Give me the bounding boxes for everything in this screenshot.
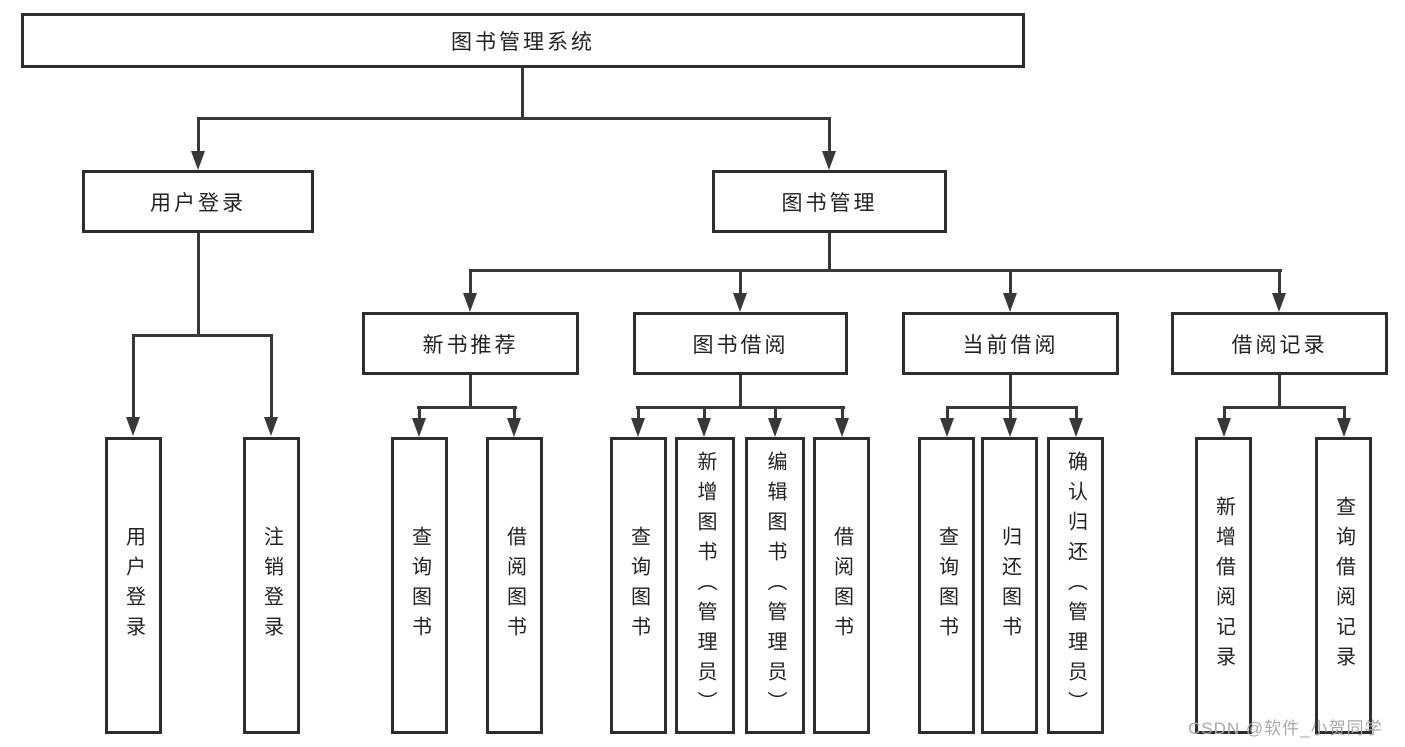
connector-line xyxy=(197,233,200,337)
connector-line xyxy=(828,117,831,153)
connector-line xyxy=(1223,406,1226,420)
node-book-borrow: 图书借阅 xyxy=(633,312,848,375)
connector-arrowhead xyxy=(412,418,426,437)
node-root-label: 图书管理系统 xyxy=(451,30,595,54)
leaf-borrow-books-recommend: 借阅图书 xyxy=(486,437,543,734)
leaf-query-books-current-label: 查询图书 xyxy=(935,525,958,646)
connector-line xyxy=(1009,375,1012,409)
connector-line xyxy=(132,334,135,418)
leaf-query-borrow-record: 查询借阅记录 xyxy=(1315,437,1372,734)
node-borrow-records-label: 借阅记录 xyxy=(1231,333,1328,357)
connector-line xyxy=(739,269,742,295)
connector-line xyxy=(1278,375,1281,409)
connector-arrowhead xyxy=(835,418,849,437)
node-borrow-records: 借阅记录 xyxy=(1171,312,1388,375)
connector-line xyxy=(1075,406,1078,420)
connector-arrowhead xyxy=(1003,293,1017,312)
connector-line xyxy=(841,406,844,420)
csdn-watermark: CSDN @软件_小贺同学 xyxy=(1188,719,1383,738)
leaf-return-books-label: 归还图书 xyxy=(998,525,1021,646)
connector-line xyxy=(417,406,517,409)
node-current-borrow-label: 当前借阅 xyxy=(962,333,1059,357)
connector-line xyxy=(828,233,831,272)
connector-line xyxy=(739,375,742,409)
leaf-user-login-label: 用户登录 xyxy=(122,525,145,646)
connector-line xyxy=(469,269,472,295)
connector-arrowhead xyxy=(768,418,782,437)
connector-arrowhead xyxy=(1069,418,1083,437)
node-book-borrow-label: 图书借阅 xyxy=(692,333,789,357)
leaf-add-borrow-record-label: 新增借阅记录 xyxy=(1212,495,1235,676)
node-user-login-label: 用户登录 xyxy=(150,191,246,215)
leaf-return-books: 归还图书 xyxy=(981,437,1038,734)
connector-arrowhead xyxy=(507,418,521,437)
connector-arrowhead xyxy=(822,151,836,170)
leaf-add-borrow-record: 新增借阅记录 xyxy=(1195,437,1252,734)
connector-line xyxy=(637,406,640,420)
connector-line xyxy=(197,117,200,153)
connector-arrowhead xyxy=(1217,418,1231,437)
leaf-user-login: 用户登录 xyxy=(105,437,162,734)
connector-arrowhead xyxy=(697,418,711,437)
node-new-book-recommend: 新书推荐 xyxy=(362,312,579,375)
leaf-logout: 注销登录 xyxy=(243,437,300,734)
leaf-borrow-books-recommend-label: 借阅图书 xyxy=(503,525,526,646)
leaf-borrow-books: 借阅图书 xyxy=(813,437,870,734)
node-root: 图书管理系统 xyxy=(21,13,1025,68)
connector-line xyxy=(513,406,516,420)
connector-line xyxy=(1009,406,1012,420)
leaf-query-books-recommend: 查询图书 xyxy=(391,437,448,734)
leaf-query-books-current: 查询图书 xyxy=(918,437,975,734)
connector-line xyxy=(636,406,845,409)
leaf-confirm-return-admin: 确认归还（管理员） xyxy=(1047,437,1104,734)
connector-arrowhead xyxy=(1272,293,1286,312)
leaf-logout-label: 注销登录 xyxy=(260,525,283,646)
node-book-management: 图书管理 xyxy=(712,170,947,233)
connector-line xyxy=(132,334,273,337)
connector-arrowhead xyxy=(463,293,477,312)
connector-line xyxy=(521,68,524,120)
connector-arrowhead xyxy=(191,151,205,170)
connector-line xyxy=(1343,406,1346,420)
node-user-login: 用户登录 xyxy=(82,170,314,233)
leaf-query-books-borrow-label: 查询图书 xyxy=(627,525,650,646)
leaf-confirm-return-admin-label: 确认归还（管理员） xyxy=(1064,450,1087,721)
connector-line xyxy=(946,406,949,420)
connector-arrowhead xyxy=(940,418,954,437)
connector-line xyxy=(469,375,472,409)
leaf-borrow-books-label: 借阅图书 xyxy=(830,525,853,646)
leaf-query-books-recommend-label: 查询图书 xyxy=(408,525,431,646)
node-book-management-label: 图书管理 xyxy=(781,191,878,215)
connector-line xyxy=(1278,269,1281,295)
connector-arrowhead xyxy=(733,293,747,312)
leaf-add-books-admin: 新增图书（管理员） xyxy=(675,437,735,734)
connector-line xyxy=(1223,406,1346,409)
connector-line xyxy=(703,406,706,420)
connector-line xyxy=(418,406,421,420)
connector-line xyxy=(469,269,1282,272)
node-new-book-recommend-label: 新书推荐 xyxy=(422,333,519,357)
connector-arrowhead xyxy=(1337,418,1351,437)
connector-line xyxy=(946,406,1078,409)
leaf-edit-books-admin-label: 编辑图书（管理员） xyxy=(764,450,786,721)
connector-arrowhead xyxy=(126,417,140,436)
leaf-edit-books-admin: 编辑图书（管理员） xyxy=(745,437,805,734)
connector-arrowhead xyxy=(631,418,645,437)
leaf-query-borrow-record-label: 查询借阅记录 xyxy=(1332,495,1355,676)
connector-line xyxy=(774,406,777,420)
connector-line xyxy=(1009,269,1012,295)
leaf-query-books-borrow: 查询图书 xyxy=(610,437,667,734)
leaf-add-books-admin-label: 新增图书（管理员） xyxy=(694,450,716,721)
connector-arrowhead xyxy=(1003,418,1017,437)
node-current-borrow: 当前借阅 xyxy=(902,312,1119,375)
connector-line xyxy=(197,117,831,120)
connector-line xyxy=(270,334,273,418)
connector-arrowhead xyxy=(264,417,278,436)
